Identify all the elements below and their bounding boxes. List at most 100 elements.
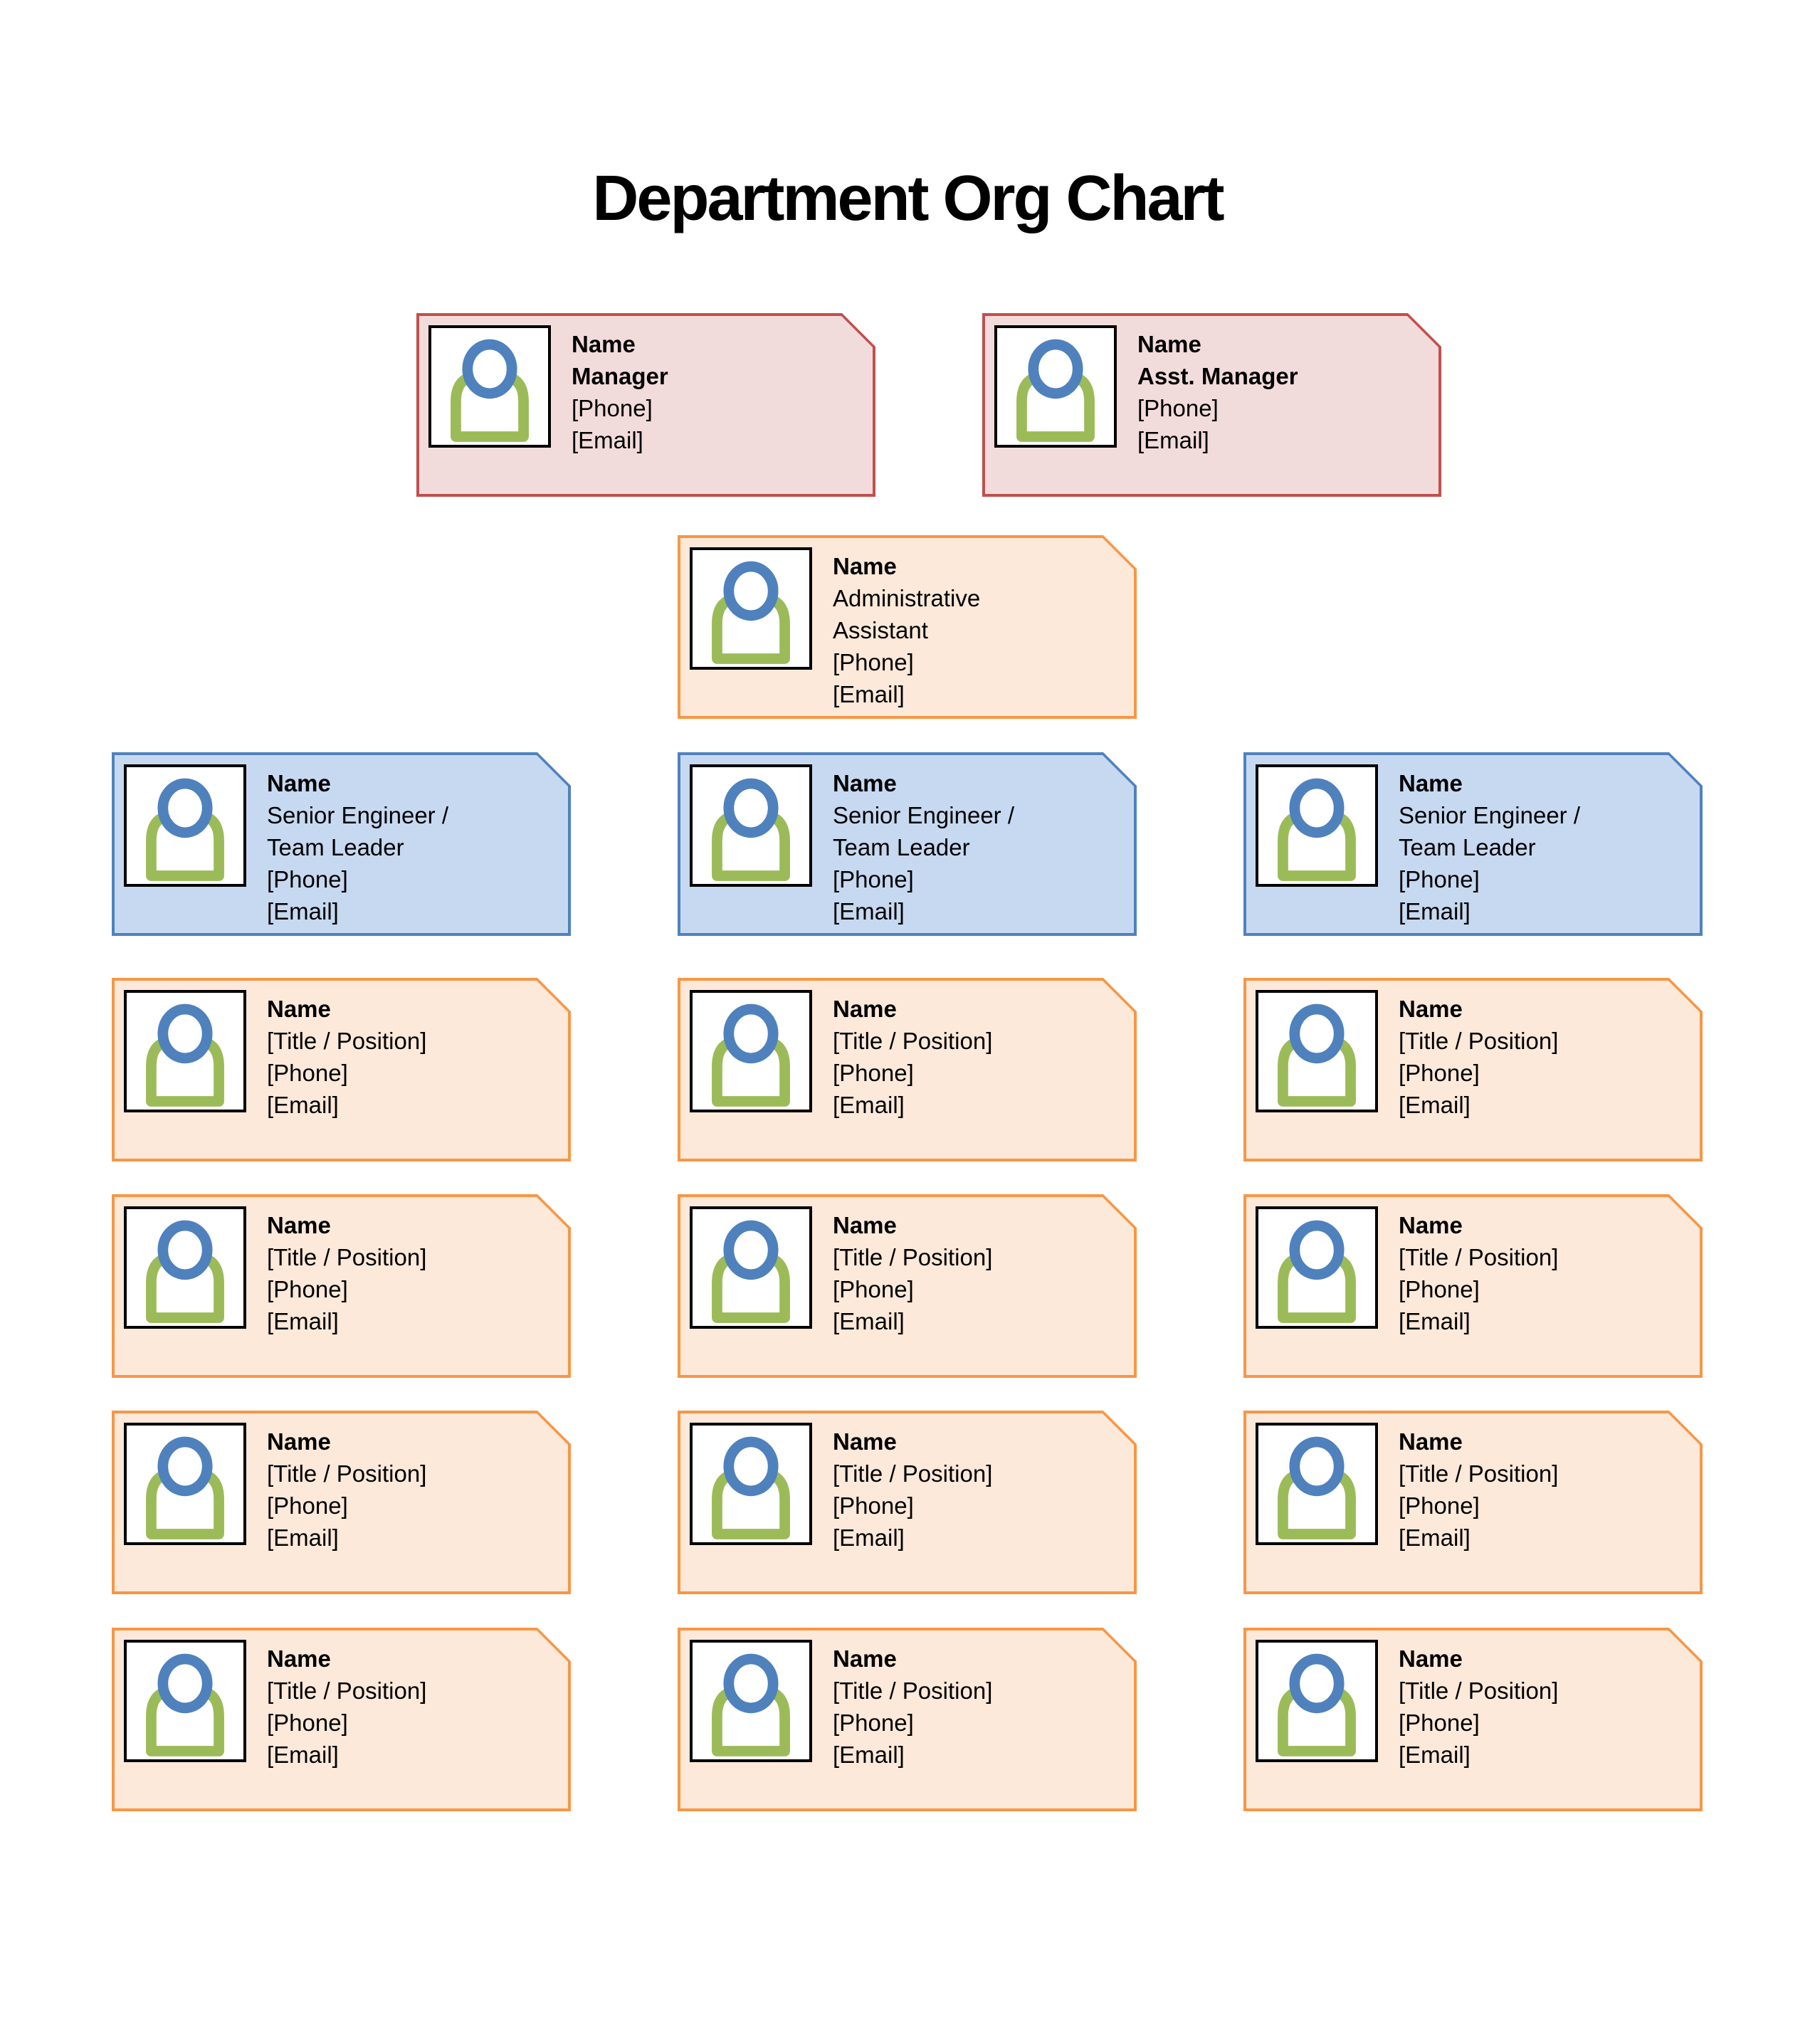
card-text-line: Team Leader	[833, 834, 970, 860]
card-text-line: Senior Engineer /	[267, 802, 448, 828]
card-text-line: [Email]	[267, 1092, 339, 1118]
person-icon	[712, 1653, 790, 1756]
card-slot-team1-member1: Name[Title / Position][Phone][Email]	[112, 978, 571, 1161]
person-photo-placeholder	[1256, 1423, 1378, 1545]
card-text-line: Name	[1399, 1645, 1463, 1672]
person-icon	[1278, 1220, 1356, 1323]
org-card[interactable]: Name[Title / Position][Phone][Email]	[678, 1628, 1137, 1811]
card-text-line: [Title / Position]	[267, 1244, 427, 1270]
card-slot-team1-member2: Name[Title / Position][Phone][Email]	[112, 1194, 571, 1378]
card-text: Name[Title / Position][Phone][Email]	[267, 1209, 557, 1337]
card-slot-team3-member2: Name[Title / Position][Phone][Email]	[1243, 1194, 1703, 1378]
card-text-line: [Email]	[267, 1524, 339, 1551]
card-text-line: Name	[1399, 1428, 1463, 1455]
card-text: Name[Title / Position][Phone][Email]	[267, 993, 557, 1121]
card-text: Name[Title / Position][Phone][Email]	[1399, 1426, 1688, 1554]
person-photo-placeholder	[124, 1640, 246, 1762]
card-text-line: Name	[572, 331, 636, 357]
card-text-line: [Email]	[572, 427, 643, 453]
card-text-line: [Title / Position]	[833, 1677, 993, 1704]
org-card[interactable]: Name[Title / Position][Phone][Email]	[678, 1411, 1137, 1594]
org-card[interactable]: Name[Title / Position][Phone][Email]	[112, 1411, 571, 1594]
person-icon	[146, 778, 224, 881]
person-photo-placeholder	[690, 1640, 812, 1762]
person-photo-placeholder	[690, 547, 812, 670]
card-text-line: [Title / Position]	[833, 1460, 993, 1487]
card-text-line: Name	[267, 996, 331, 1022]
card-text-line: [Email]	[833, 898, 905, 924]
card-text-line: Senior Engineer /	[833, 802, 1014, 828]
card-text-line: [Phone]	[267, 1492, 348, 1519]
person-icon	[1278, 1653, 1356, 1756]
card-text-line: Name	[267, 770, 331, 796]
card-text-line: Name	[1137, 331, 1201, 357]
card-text-line: [Email]	[1399, 1742, 1471, 1768]
person-photo-placeholder	[690, 1206, 812, 1329]
org-card[interactable]: Name[Title / Position][Phone][Email]	[1243, 1411, 1703, 1594]
org-card[interactable]: Name[Title / Position][Phone][Email]	[112, 978, 571, 1161]
card-text-line: Name	[267, 1645, 331, 1672]
card-text-line: [Title / Position]	[267, 1677, 427, 1704]
card-slot-team2-member1: Name[Title / Position][Phone][Email]	[678, 978, 1137, 1161]
org-card[interactable]: Name[Title / Position][Phone][Email]	[112, 1194, 571, 1378]
card-text-line: Asst. Manager	[1137, 363, 1298, 389]
person-photo-placeholder	[690, 764, 812, 887]
person-photo-placeholder	[1256, 1640, 1378, 1762]
card-slot-team3-member3: Name[Title / Position][Phone][Email]	[1243, 1411, 1703, 1594]
org-card[interactable]: Name[Title / Position][Phone][Email]	[678, 978, 1137, 1161]
card-text-line: Name	[1399, 1212, 1463, 1238]
person-photo-placeholder	[994, 325, 1117, 448]
person-icon	[712, 1436, 790, 1539]
person-icon	[146, 1436, 224, 1539]
card-text-line: [Email]	[833, 681, 905, 707]
org-card[interactable]: Name[Title / Position][Phone][Email]	[1243, 1194, 1703, 1378]
card-text-line: [Phone]	[833, 866, 914, 892]
person-icon	[1278, 778, 1356, 881]
card-text-line: [Phone]	[1399, 1492, 1480, 1519]
card-text: Name[Title / Position][Phone][Email]	[267, 1426, 557, 1554]
org-card[interactable]: Name[Title / Position][Phone][Email]	[112, 1628, 571, 1811]
person-photo-placeholder	[1256, 990, 1378, 1112]
card-text-line: [Title / Position]	[1399, 1028, 1559, 1054]
card-text: Name[Title / Position][Phone][Email]	[833, 993, 1122, 1121]
card-text: Name[Title / Position][Phone][Email]	[833, 1643, 1122, 1771]
card-text-line: Name	[1399, 996, 1463, 1022]
card-text-line: [Email]	[833, 1742, 905, 1768]
person-photo-placeholder	[124, 1206, 246, 1329]
person-icon	[146, 1003, 224, 1107]
card-text-line: [Phone]	[833, 1276, 914, 1302]
person-icon	[1278, 1003, 1356, 1107]
card-text: Name[Title / Position][Phone][Email]	[1399, 993, 1688, 1121]
card-text-line: Assistant	[833, 617, 928, 643]
org-card[interactable]: Name[Title / Position][Phone][Email]	[678, 1194, 1137, 1378]
person-icon	[146, 1220, 224, 1323]
card-text-line: [Phone]	[1399, 866, 1480, 892]
person-photo-placeholder	[428, 325, 551, 448]
card-slot-team1-member3: Name[Title / Position][Phone][Email]	[112, 1411, 571, 1594]
card-text-line: [Email]	[1137, 427, 1209, 453]
card-text-line: Name	[833, 1645, 897, 1672]
card-text-line: [Email]	[267, 898, 339, 924]
card-text-line: [Phone]	[1137, 395, 1219, 421]
person-photo-placeholder	[690, 1423, 812, 1545]
org-card[interactable]: Name[Title / Position][Phone][Email]	[1243, 1628, 1703, 1811]
card-text-line: Administrative	[833, 585, 981, 611]
card-text-line: [Phone]	[572, 395, 653, 421]
card-text-line: [Title / Position]	[1399, 1244, 1559, 1270]
card-text-line: [Title / Position]	[833, 1028, 993, 1054]
org-card[interactable]: Name[Title / Position][Phone][Email]	[1243, 978, 1703, 1161]
page-title: Department Org Chart	[592, 163, 1224, 234]
card-slot-team1-member4: Name[Title / Position][Phone][Email]	[112, 1628, 571, 1811]
